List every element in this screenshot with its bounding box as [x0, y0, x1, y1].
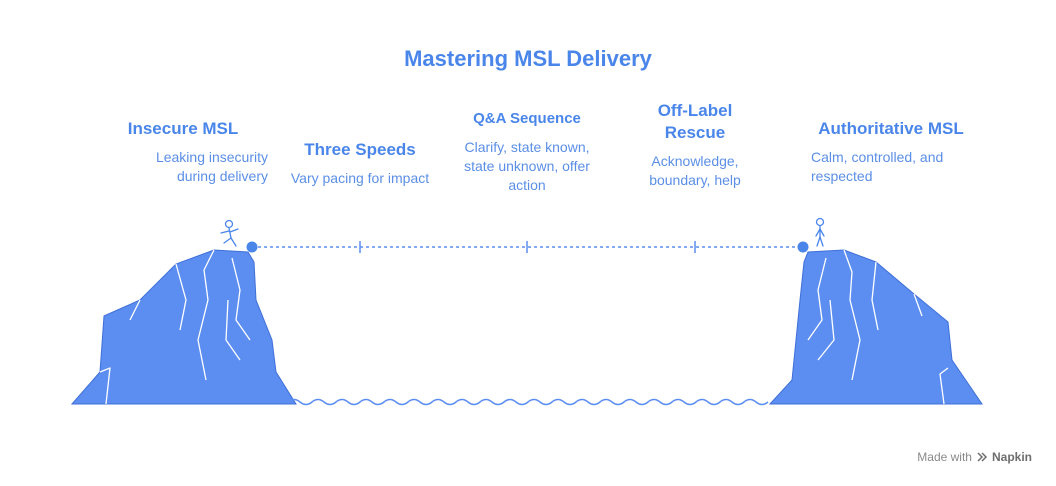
stage-three-speeds: Three Speeds Vary pacing for impact [265, 139, 455, 188]
stage-description: Vary pacing for impact [290, 170, 430, 186]
stage-off-label-rescue: Off-Label Rescue Acknowledge, boundary, … [640, 100, 750, 190]
stage-qa-sequence: Q&A Sequence Clarify, state known, state… [457, 108, 597, 195]
stage-description: Acknowledge, boundary, help [649, 153, 741, 188]
made-with-napkin: Made with Napkin [917, 450, 1032, 464]
napkin-brand: Napkin [991, 450, 1032, 464]
napkin-logo-icon [977, 452, 988, 462]
stage-title: Off-Label Rescue [657, 101, 733, 142]
stage-title: Three Speeds [304, 140, 416, 159]
stage-title: Q&A Sequence [473, 110, 581, 127]
stage-description: Clarify, state known, state unknown, off… [464, 139, 590, 193]
left-cliff [70, 249, 297, 405]
stage-title: Authoritative MSL [818, 119, 964, 138]
right-cliff [768, 249, 983, 405]
stage-title: Insecure MSL [127, 119, 239, 138]
authoritative-person-icon [815, 217, 825, 247]
insecure-person-icon [220, 219, 239, 247]
stage-description: Leaking insecurity during delivery [155, 149, 268, 184]
stage-description: Calm, controlled, and respected [811, 149, 944, 184]
rope-anchor-left [246, 241, 258, 253]
made-with-label: Made with [917, 450, 972, 464]
stage-authoritative-msl: Authoritative MSL Calm, controlled, and … [811, 118, 971, 186]
diagram-title: Mastering MSL Delivery [404, 46, 652, 71]
rope-anchor-right [797, 241, 809, 253]
water-wave [287, 398, 769, 406]
stage-insecure-msl: Insecure MSL Leaking insecurity during d… [98, 118, 268, 186]
